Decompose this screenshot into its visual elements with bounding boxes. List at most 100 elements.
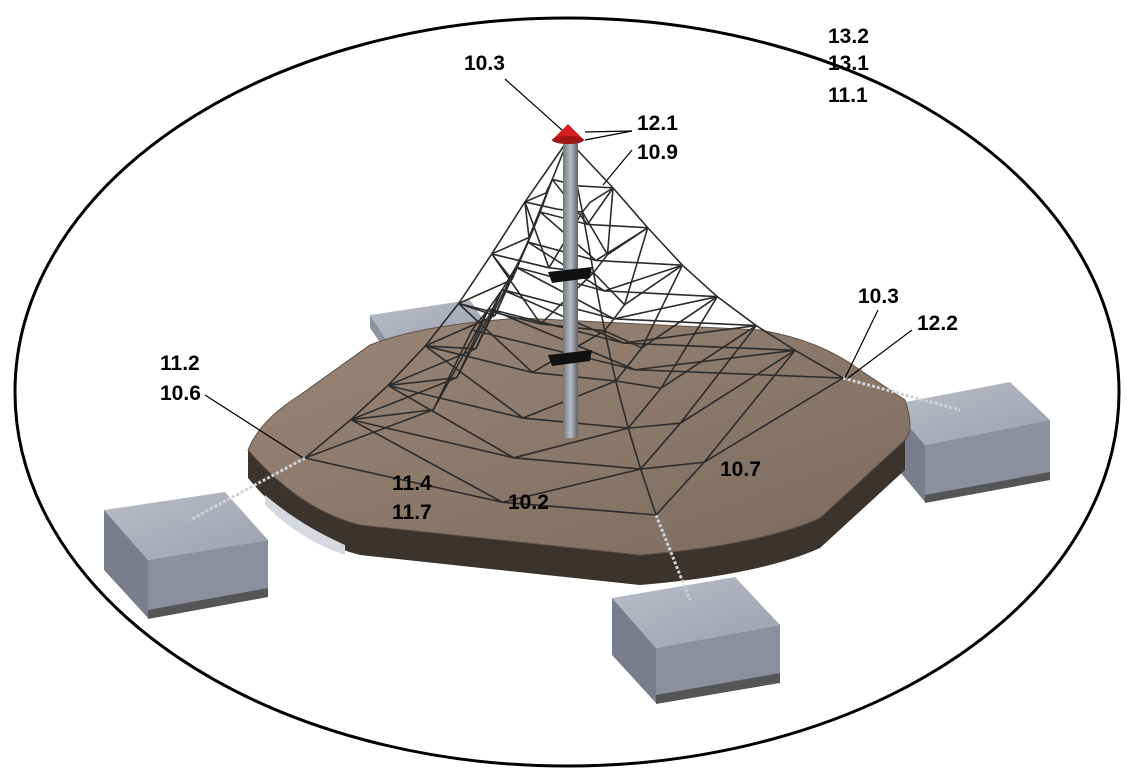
net-rope [640, 422, 681, 470]
net-rope [623, 324, 757, 344]
net-rope [456, 289, 504, 379]
net-rope [524, 192, 547, 203]
ground-slab [247, 317, 911, 585]
net-rope [703, 377, 844, 463]
net-rope [660, 324, 757, 389]
net-rope [640, 461, 705, 470]
net-rope [524, 201, 550, 269]
net-rope [627, 427, 642, 470]
net-rope [615, 347, 643, 382]
net-rope [639, 468, 657, 516]
net-rope [614, 380, 630, 429]
reference-labels: 13.2 13.1 11.1 10.3 12.1 10.9 10.3 12.2 … [160, 25, 958, 524]
net-rope [716, 296, 757, 327]
net-rope [424, 345, 524, 419]
net-rope [578, 185, 614, 189]
net-rope [592, 254, 609, 274]
net-rope [488, 307, 636, 371]
net-rope [628, 422, 681, 429]
net-rope [458, 278, 513, 305]
label-net-top-1: 12.1 [637, 112, 678, 135]
net-rope [524, 139, 569, 203]
boundary-ellipse [13, 16, 1121, 768]
net-rope [471, 329, 636, 371]
label-anchor-left-2: 10.6 [160, 382, 201, 405]
net-rope [350, 376, 458, 421]
net-rope [491, 253, 542, 325]
net-rope [424, 303, 460, 347]
label-anchor-right-2: 12.2 [917, 312, 958, 335]
net-rope [681, 264, 718, 298]
net-rope [587, 223, 648, 229]
net-rope [586, 187, 614, 225]
net-rope [595, 259, 683, 267]
label-top-right-1: 13.2 [828, 25, 869, 48]
net-rope [488, 307, 624, 344]
net-rope [350, 384, 389, 421]
net-rope [581, 201, 591, 213]
label-net-top-2: 10.9 [637, 141, 678, 164]
net-rope [432, 308, 490, 411]
net-rope [581, 211, 609, 256]
central-pole [548, 140, 592, 438]
net-rope [613, 295, 718, 320]
net-rope [513, 427, 629, 459]
net-rope [475, 266, 517, 350]
net-rope [624, 264, 683, 306]
net-rope [491, 236, 530, 255]
net-rope [304, 419, 352, 459]
net-rope [350, 418, 503, 503]
net-rope [615, 380, 662, 389]
net-rope [623, 342, 796, 352]
leader-lines [204, 78, 913, 459]
net-rope [458, 302, 533, 374]
net-rope [304, 409, 434, 459]
label-top-right-2: 13.1 [828, 52, 869, 75]
net-rope [502, 468, 641, 504]
net-rope [387, 384, 524, 419]
concrete-block-front-left [104, 492, 268, 619]
net-rope [350, 418, 515, 459]
net-rope [304, 457, 503, 504]
net-rope [581, 211, 595, 273]
label-surface-front-left-2: 11.7 [392, 501, 432, 524]
net-rope [613, 318, 757, 327]
net-rope [513, 457, 641, 470]
net-rope [604, 290, 718, 298]
net-rope [491, 201, 526, 255]
label-anchor-right-1: 10.3 [858, 285, 899, 308]
net-rope [387, 348, 477, 387]
net-rope [655, 461, 705, 516]
net-rope [755, 324, 796, 351]
net-rope [606, 187, 614, 255]
net-rope [457, 253, 493, 304]
net-rope [604, 264, 683, 292]
label-pole-base: 10.2 [508, 491, 549, 514]
net-rope [647, 227, 683, 266]
net-rope [794, 349, 844, 379]
net-rope [679, 325, 757, 424]
label-pole-cap: 10.3 [464, 52, 505, 75]
pole-cap [552, 124, 584, 144]
label-top-right-3: 11.1 [828, 84, 868, 107]
label-anchor-left-1: 11.2 [160, 352, 200, 375]
net-rope [527, 241, 597, 262]
anchor-chains [189, 376, 961, 601]
concrete-block-front [612, 577, 780, 704]
net-rope [387, 345, 426, 387]
net-rope [635, 368, 844, 379]
net-rope [635, 349, 796, 371]
label-surface-right: 10.7 [720, 458, 761, 481]
net-rope [425, 345, 533, 374]
net-rope [603, 304, 626, 332]
net-rope [612, 187, 649, 229]
net-rope [703, 349, 796, 463]
net-rope [589, 187, 614, 203]
net-rope [660, 296, 718, 389]
net-rope [494, 241, 529, 316]
net-rope [501, 288, 624, 344]
net-rope [604, 330, 643, 349]
net-rope [679, 349, 796, 424]
